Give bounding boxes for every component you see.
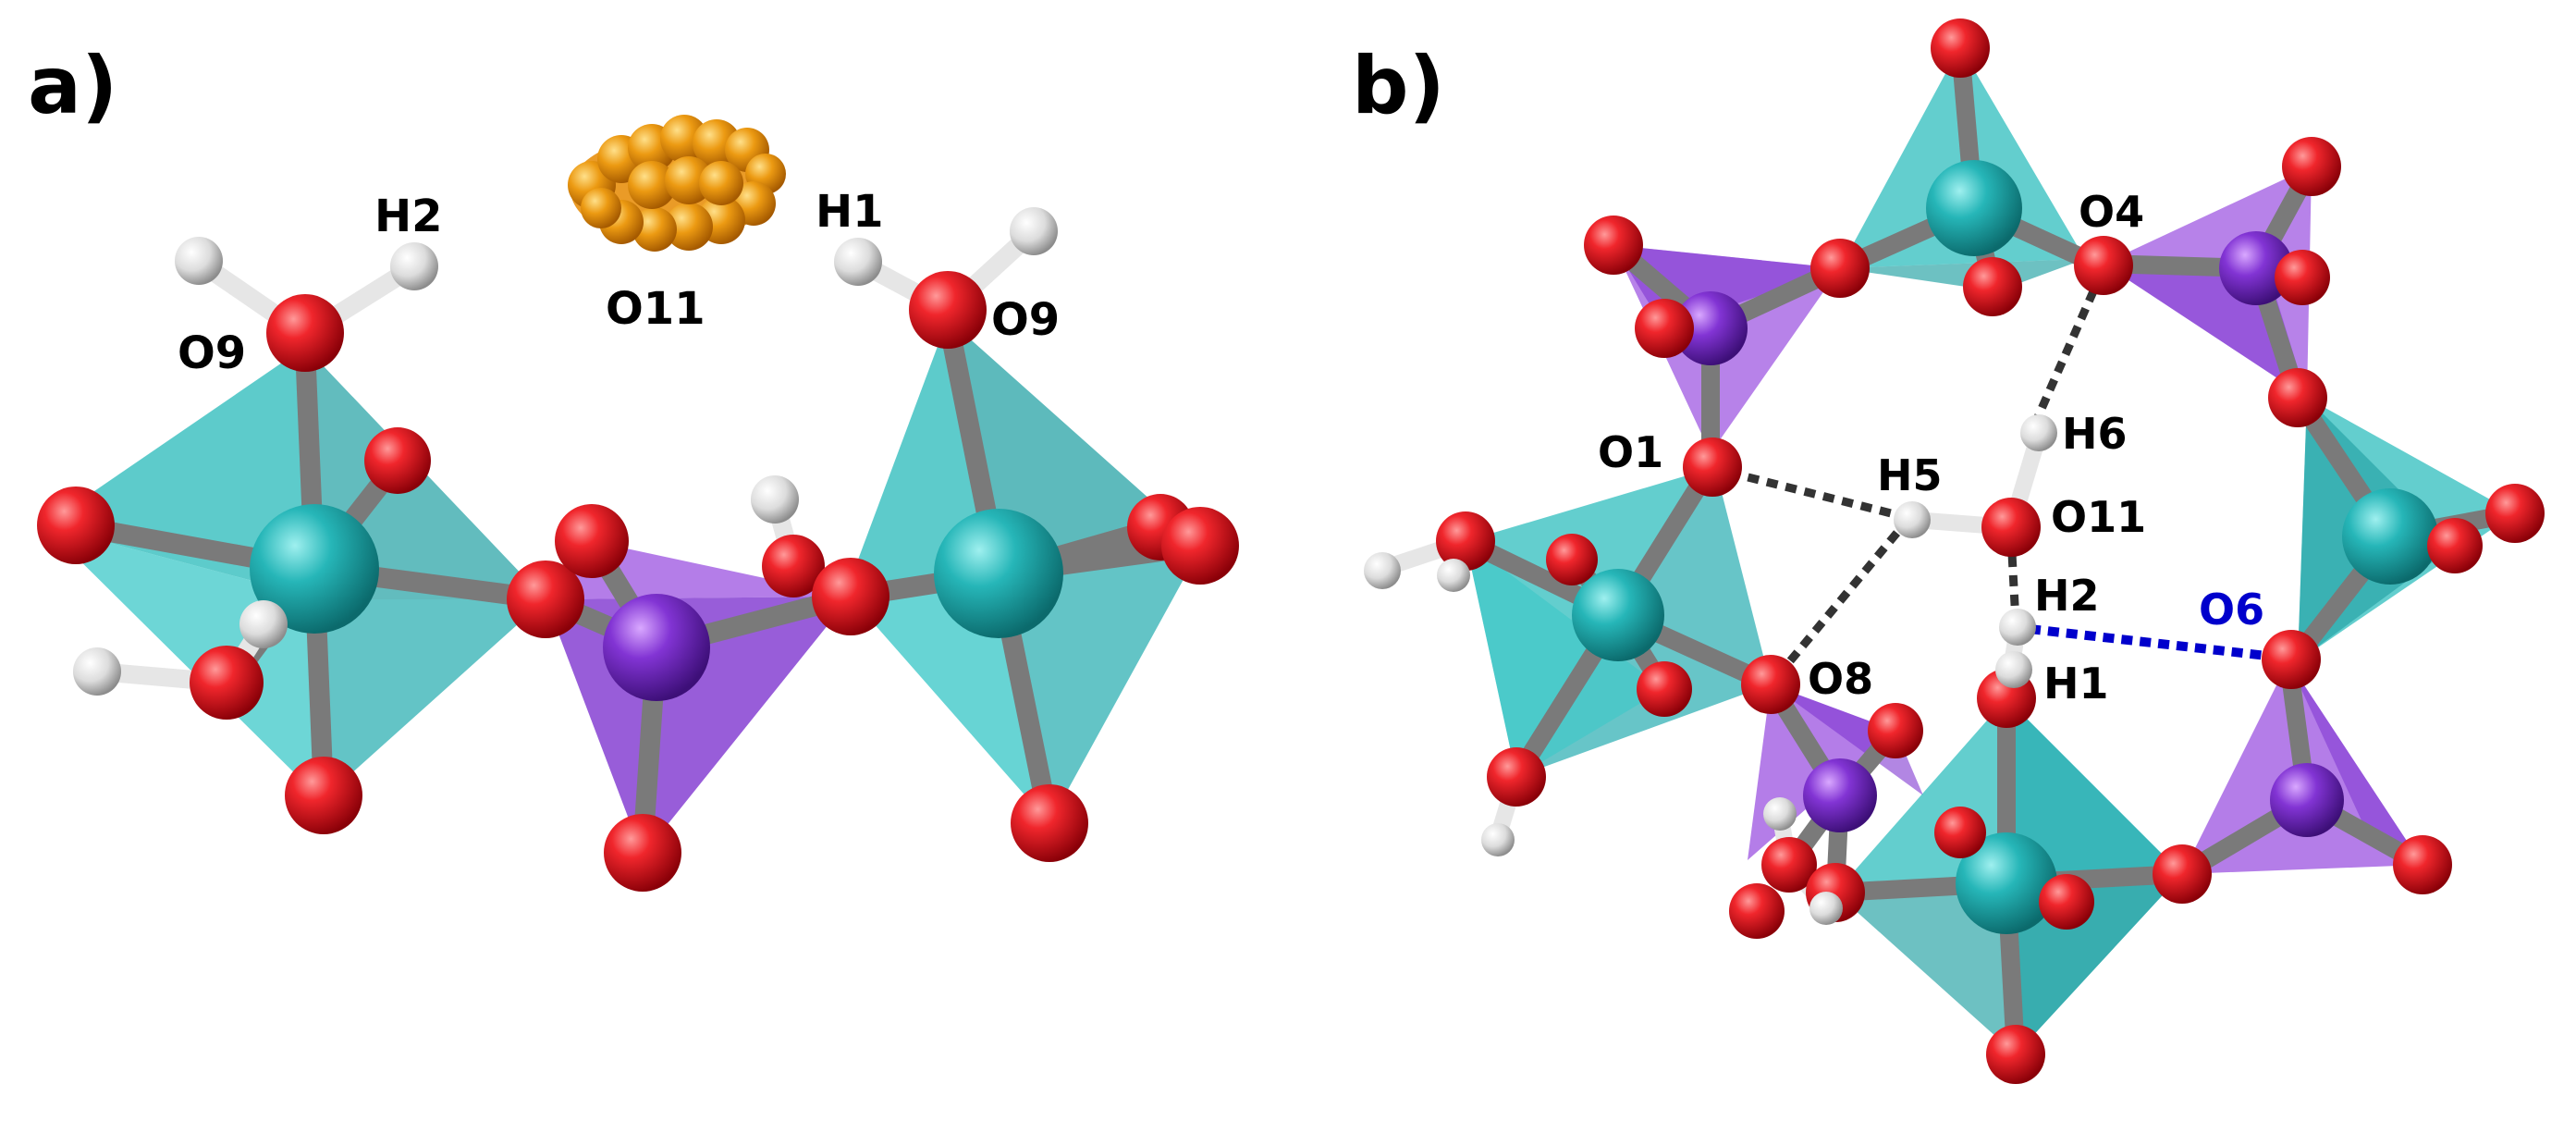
oxygen-atom	[1161, 507, 1239, 585]
tetrahedral-center-atom	[1803, 758, 1877, 832]
label-o4: O4	[2079, 187, 2144, 237]
oxygen-atom	[1436, 511, 1495, 571]
oxygen-atom	[555, 504, 629, 578]
oxygen-atom	[604, 814, 681, 892]
oxygen-atom-o11	[1981, 498, 2041, 557]
label-o11: O11	[606, 283, 705, 335]
oxygen-atom	[762, 535, 825, 597]
oxygen-atom	[1931, 18, 1990, 78]
oxygen-atom-o4	[2074, 236, 2133, 295]
oxygen-atom	[1546, 534, 1598, 585]
oxygen-atom	[2153, 844, 2212, 904]
tetrahedral-center-atom	[603, 594, 710, 701]
hbond-h6-o4	[2030, 266, 2108, 427]
oxygen-atom	[1637, 661, 1692, 717]
label-h1: H1	[816, 186, 884, 238]
hydrogen-atom-h2	[390, 242, 438, 290]
tetrahedral-center-atom	[2219, 231, 2293, 305]
hydrogen-atom-h1	[834, 238, 882, 286]
hydrogen-atom	[73, 647, 121, 696]
label-o1: O1	[1598, 427, 1663, 477]
panel-a: a)	[28, 40, 1239, 892]
label-o9-right: O9	[991, 294, 1060, 346]
tetrahedral-center-atom	[1674, 291, 1748, 365]
oxygen-atom	[1810, 239, 1870, 298]
label-o6: O6	[2199, 585, 2264, 634]
hydrogen-atom	[1809, 892, 1843, 925]
hbond-h2-o6	[2029, 624, 2292, 663]
oxygen-atom-o8	[1741, 655, 1800, 714]
hydrogen-atom	[1763, 797, 1797, 831]
hydrogen-atom	[751, 475, 799, 524]
oxygen-atom	[2485, 484, 2545, 543]
hydrogen-atom-h2	[1999, 609, 2036, 646]
octahedral-metal-atom	[934, 509, 1063, 638]
hydrogen-atom	[1010, 207, 1058, 255]
oxygen-atom	[1868, 703, 1923, 758]
oxygen-atom	[2427, 518, 2483, 573]
panel-b: b)	[1352, 18, 2545, 1084]
oxygen-atom	[1729, 883, 1785, 939]
octahedral-metal-atom	[2342, 488, 2438, 585]
label-h5: H5	[1877, 450, 1943, 500]
octahedral-metal-atom	[1572, 569, 1664, 661]
panel-a-label: a)	[28, 40, 117, 132]
oxygen-atom	[1635, 299, 1694, 358]
hbond-o11-h2	[2006, 536, 2020, 622]
oxygen-atom	[1011, 784, 1088, 862]
hydrogen-atom	[239, 600, 288, 648]
hydrogen-atom	[175, 237, 223, 285]
hydrogen-atom-h6	[2020, 414, 2057, 451]
label-h6: H6	[2062, 409, 2128, 459]
oxygen-atom	[1934, 807, 1986, 858]
oxygen-atom	[2039, 874, 2094, 930]
oxygen-atom-o9-left	[266, 294, 344, 372]
panel-b-label: b)	[1352, 40, 1445, 132]
hydrogen-atom-h5	[1894, 501, 1931, 538]
oxygen-atom-o6	[2262, 630, 2321, 689]
oxygen-atom	[507, 560, 584, 638]
panel-a-atoms	[37, 207, 1239, 892]
oxygen-atom	[1761, 837, 1817, 893]
label-o11: O11	[2051, 492, 2146, 542]
oxygen-atom-o1	[1683, 437, 1742, 497]
oxygen-atom	[364, 427, 431, 494]
panel-b-atoms	[1364, 18, 2545, 1084]
oxygen-atom	[812, 558, 889, 635]
label-h2: H2	[2034, 571, 2100, 621]
oxygen-atom	[2268, 368, 2327, 427]
octahedral-metal-atom	[1926, 160, 2022, 256]
oxygen-atom	[190, 646, 264, 720]
oxygen-atom	[1963, 257, 2022, 316]
oxygen-atom	[1986, 1025, 2045, 1084]
oxygen-atom	[37, 487, 115, 564]
hydrogen-atom	[1481, 823, 1515, 856]
label-h1: H1	[2043, 659, 2109, 708]
oxygen-atom	[285, 757, 362, 834]
hydrogen-atom	[1437, 559, 1470, 592]
hydrogen-atom	[1364, 552, 1401, 589]
oxygen-atom	[2275, 250, 2330, 305]
hbond-h5-o8	[1767, 515, 1913, 687]
hydrogen-atom-h1	[1995, 651, 2032, 688]
octahedral-metal-atom	[1956, 832, 2057, 934]
hbond-h5-o1	[1713, 464, 1911, 523]
oxygen-atom	[2282, 137, 2341, 196]
label-o9-left: O9	[178, 327, 246, 379]
oxygen-atom-o9-right	[909, 271, 987, 349]
hydrogen-bonds	[1713, 266, 2292, 687]
octahedral-metal-atom	[250, 504, 379, 634]
o11-disordered-water-cloud	[568, 115, 786, 252]
oxygen-atom	[1487, 747, 1546, 807]
oxygen-atom	[1584, 216, 1643, 275]
oxygen-atom	[2393, 835, 2452, 894]
tetrahedral-center-atom	[2270, 763, 2344, 837]
label-h2: H2	[374, 191, 443, 242]
label-o8: O8	[1808, 654, 1873, 704]
